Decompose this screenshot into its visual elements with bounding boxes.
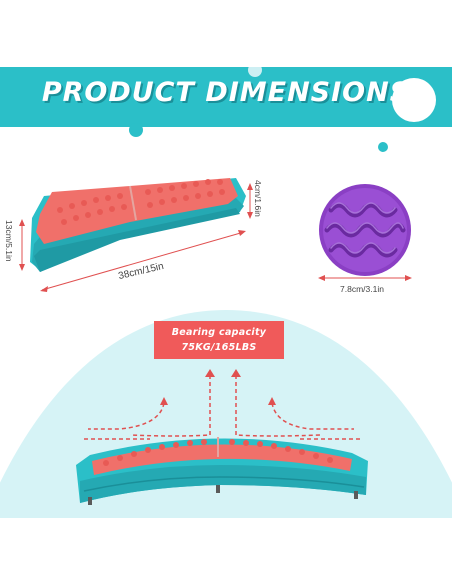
bubble-large <box>392 78 436 122</box>
bubble-small-2 <box>129 123 143 137</box>
bubble-small-3 <box>378 142 388 152</box>
stepper-top-illustration <box>19 178 253 292</box>
title-banner: PRODUCT DIMENSIONS <box>0 67 452 127</box>
page-title: PRODUCT DIMENSIONS <box>41 77 411 108</box>
force-arrows <box>84 369 360 440</box>
capacity-title: Bearing capacity <box>171 327 267 338</box>
pad-diameter-arrow <box>318 275 412 281</box>
banner-bubble <box>248 67 262 77</box>
capacity-badge: Bearing capacity 75KG/165LBS <box>154 321 284 359</box>
stepper-bottom-illustration <box>76 437 368 505</box>
pad-diameter-label: 7.8cm/3.1in <box>340 284 384 294</box>
purple-pad-illustration <box>319 184 411 276</box>
width-label: 13cm/5.1in <box>4 220 14 262</box>
capacity-value: 75KG/165LBS <box>181 342 257 353</box>
height-label: 4cm/1.6in <box>253 180 263 217</box>
